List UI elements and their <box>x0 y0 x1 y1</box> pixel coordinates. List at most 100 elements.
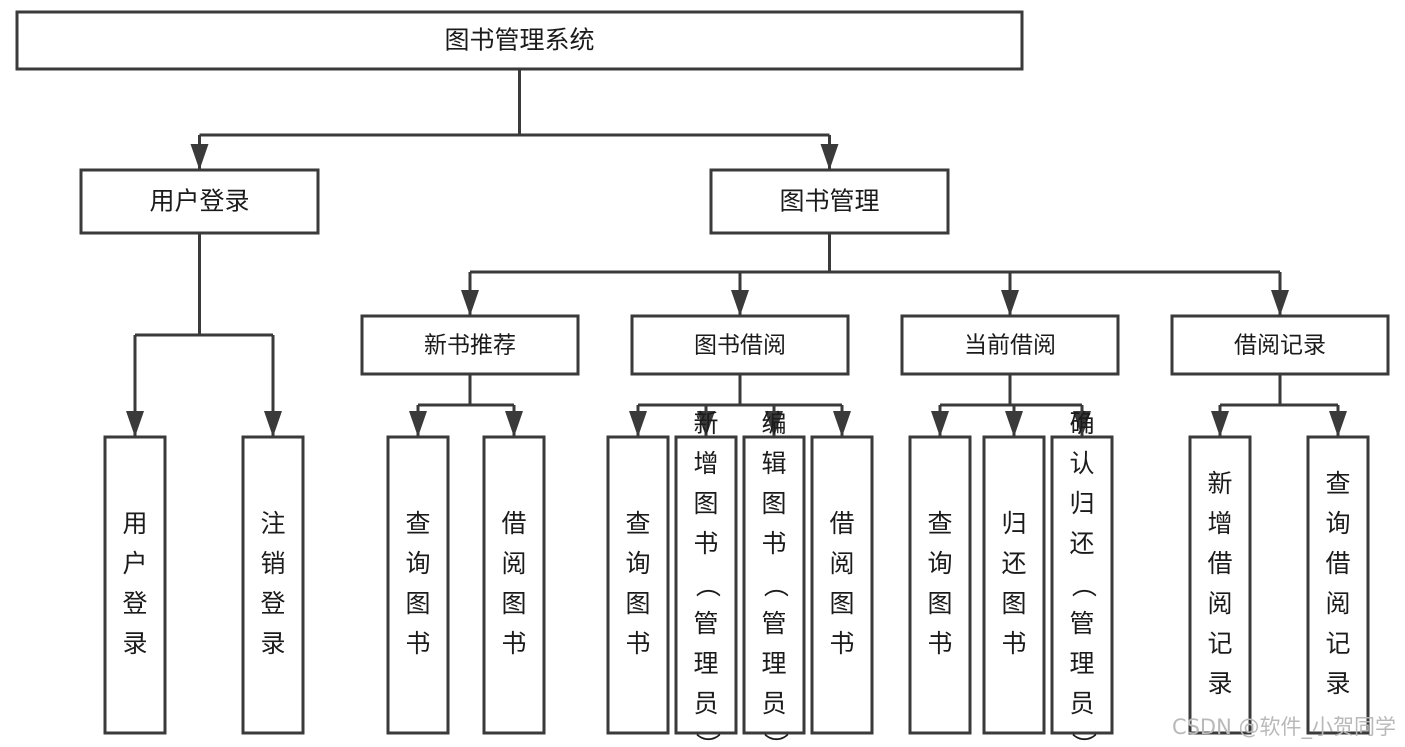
leaf-node-1-box[interactable] <box>241 435 305 735</box>
svg-text:记: 记 <box>1325 629 1350 658</box>
node-layer: 图书管理系统用户登录图书管理新书推荐图书借阅当前借阅借阅记录用户登录注销登录查询… <box>15 10 1390 747</box>
guanli-arrow-0 <box>461 290 479 316</box>
svg-text:查: 查 <box>927 509 952 538</box>
svg-text:图: 图 <box>761 489 786 518</box>
root-arrow-0 <box>190 144 209 170</box>
svg-text:增: 增 <box>1207 509 1232 538</box>
level2-node-2-box[interactable] <box>900 314 1120 376</box>
svg-text:借: 借 <box>501 509 526 538</box>
root-node-tushu-guanli-xitong[interactable]: 图书管理系统 <box>15 10 1024 71</box>
svg-text:管: 管 <box>693 609 718 638</box>
svg-text:还: 还 <box>1001 549 1026 578</box>
svg-text:注: 注 <box>260 509 285 538</box>
leaf-node-9-box[interactable] <box>982 435 1046 735</box>
svg-text:阅: 阅 <box>829 549 854 578</box>
svg-text:查: 查 <box>405 509 430 538</box>
level2-node-2[interactable]: 当前借阅 <box>900 314 1120 376</box>
svg-text:用: 用 <box>122 509 147 538</box>
level2-node-1-box[interactable] <box>630 314 850 376</box>
svg-text:录: 录 <box>122 629 147 658</box>
svg-text:登: 登 <box>260 589 285 618</box>
level2-node-0-box[interactable] <box>360 314 580 376</box>
svg-text:图: 图 <box>829 589 854 618</box>
lv2-0-arrow-1 <box>505 411 523 437</box>
svg-text:新: 新 <box>693 409 718 438</box>
leaf-node-0-label: 用户登录 <box>122 509 147 658</box>
leaf-node-5-box[interactable] <box>674 435 738 735</box>
guanli-arrow-2 <box>1001 290 1019 316</box>
leaf-node-0[interactable]: 用户登录 <box>103 435 167 735</box>
leaf-node-3-box[interactable] <box>482 435 546 735</box>
level1-node-0[interactable]: 用户登录 <box>79 168 320 235</box>
level1-node-0-label: 用户登录 <box>149 187 249 216</box>
csdn-watermark: CSDN @软件_小贺同学 <box>1172 715 1396 740</box>
svg-text:借: 借 <box>829 509 854 538</box>
svg-text:询: 询 <box>405 549 430 578</box>
level1-node-1[interactable]: 图书管理 <box>709 168 950 235</box>
svg-text:书: 书 <box>829 629 854 658</box>
leaf-node-2-box[interactable] <box>386 435 450 735</box>
leaf-node-12-box[interactable] <box>1306 435 1370 735</box>
svg-text:员: 员 <box>1069 689 1094 718</box>
leaf-node-10-box[interactable] <box>1050 435 1114 735</box>
root-node-tushu-guanli-xitong-box[interactable] <box>15 10 1024 71</box>
svg-text:查: 查 <box>625 509 650 538</box>
leaf-node-0-box[interactable] <box>103 435 167 735</box>
svg-text:图: 图 <box>405 589 430 618</box>
svg-text:图: 图 <box>1001 589 1026 618</box>
leaf-node-6-box[interactable] <box>742 435 806 735</box>
level2-node-0[interactable]: 新书推荐 <box>360 314 580 376</box>
level2-node-0-label: 新书推荐 <box>424 333 516 359</box>
level2-node-3-label: 借阅记录 <box>1234 333 1326 359</box>
level2-node-1[interactable]: 图书借阅 <box>630 314 850 376</box>
svg-text:书: 书 <box>625 629 650 658</box>
svg-text:书: 书 <box>1001 629 1026 658</box>
lv2-3-arrow-0 <box>1211 411 1229 437</box>
svg-text:（: （ <box>1069 572 1098 597</box>
svg-text:管: 管 <box>761 609 786 638</box>
leaf-node-11-box[interactable] <box>1188 435 1252 735</box>
svg-text:销: 销 <box>260 549 285 578</box>
svg-text:理: 理 <box>761 649 786 678</box>
svg-text:）: ） <box>693 732 722 747</box>
svg-text:书: 书 <box>761 529 786 558</box>
leaf-node-4-box[interactable] <box>606 435 670 735</box>
svg-text:辑: 辑 <box>761 449 786 478</box>
svg-text:图: 图 <box>625 589 650 618</box>
svg-text:录: 录 <box>260 629 285 658</box>
svg-text:查: 查 <box>1325 469 1350 498</box>
svg-text:（: （ <box>761 572 790 597</box>
root-node-tushu-guanli-xitong-label: 图书管理系统 <box>444 26 594 55</box>
level1-node-0-box[interactable] <box>79 168 320 235</box>
svg-text:图: 图 <box>927 589 952 618</box>
level2-node-3[interactable]: 借阅记录 <box>1170 314 1390 376</box>
svg-text:理: 理 <box>1069 649 1094 678</box>
leaf-node-7-box[interactable] <box>810 435 874 735</box>
svg-text:归: 归 <box>1001 509 1026 538</box>
level2-node-3-box[interactable] <box>1170 314 1390 376</box>
svg-text:确: 确 <box>1069 409 1094 438</box>
leaf-node-8-box[interactable] <box>908 435 972 735</box>
svg-text:管: 管 <box>1069 609 1094 638</box>
level1-node-1-box[interactable] <box>709 168 950 235</box>
svg-text:借: 借 <box>1207 549 1232 578</box>
